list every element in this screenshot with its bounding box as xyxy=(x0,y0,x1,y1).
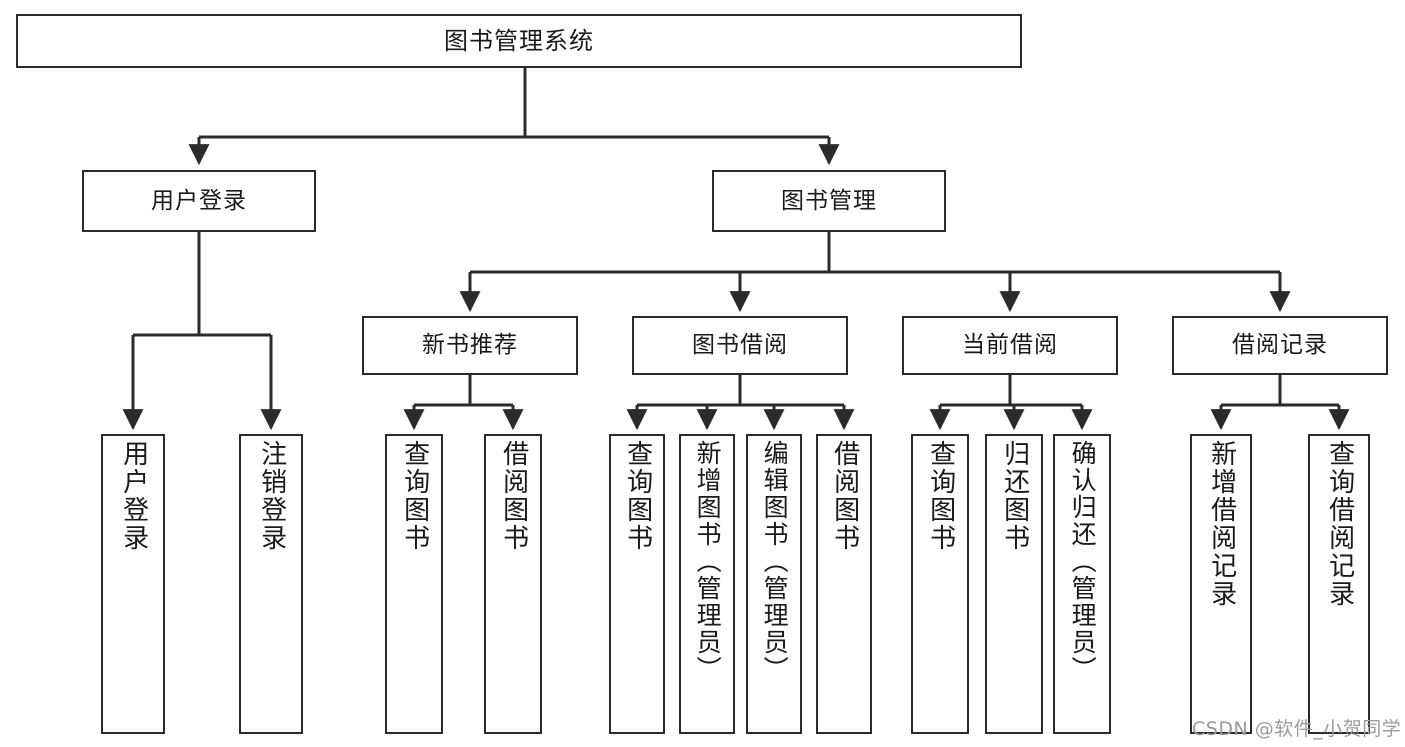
node-leaf-user-login-label: 用户登录 xyxy=(118,440,149,552)
node-leaf-query-book-1-label: 查询图书 xyxy=(399,440,430,552)
node-leaf-confirm-return-admin[interactable]: 确认归还（管理员） xyxy=(1053,434,1111,734)
node-leaf-query-book-3[interactable]: 查询图书 xyxy=(911,434,969,734)
node-book-manage-label: 图书管理 xyxy=(781,187,877,214)
node-leaf-add-book-admin-label: 新增图书（管理员） xyxy=(693,440,723,683)
node-leaf-query-book-1[interactable]: 查询图书 xyxy=(385,434,443,734)
node-leaf-add-book-admin[interactable]: 新增图书（管理员） xyxy=(679,434,735,734)
node-leaf-borrow-book-1[interactable]: 借阅图书 xyxy=(484,434,542,734)
node-leaf-query-book-2-label: 查询图书 xyxy=(622,440,653,552)
node-book-manage[interactable]: 图书管理 xyxy=(712,170,946,232)
node-leaf-add-borrow-record-label: 新增借阅记录 xyxy=(1206,440,1237,608)
node-book-borrow[interactable]: 图书借阅 xyxy=(632,316,848,375)
node-leaf-borrow-book-2-label: 借阅图书 xyxy=(829,440,860,552)
node-leaf-edit-book-admin[interactable]: 编辑图书（管理员） xyxy=(746,434,802,734)
node-leaf-add-borrow-record[interactable]: 新增借阅记录 xyxy=(1190,434,1252,734)
node-leaf-borrow-book-1-label: 借阅图书 xyxy=(498,440,529,552)
node-new-book-recommend[interactable]: 新书推荐 xyxy=(362,316,578,375)
node-leaf-query-book-3-label: 查询图书 xyxy=(925,440,956,552)
node-leaf-confirm-return-admin-label: 确认归还（管理员） xyxy=(1068,440,1098,683)
node-leaf-query-borrow-record-label: 查询借阅记录 xyxy=(1324,440,1355,608)
watermark: CSDN @软件_小贺同学 xyxy=(1192,718,1402,740)
node-current-borrow-label: 当前借阅 xyxy=(962,332,1058,359)
node-leaf-borrow-book-2[interactable]: 借阅图书 xyxy=(816,434,872,734)
node-user-login-label: 用户登录 xyxy=(151,187,247,214)
node-new-book-recommend-label: 新书推荐 xyxy=(422,332,518,359)
node-leaf-return-book-label: 归还图书 xyxy=(999,440,1030,552)
node-root-label: 图书管理系统 xyxy=(444,27,594,55)
node-leaf-logout-login[interactable]: 注销登录 xyxy=(239,434,303,734)
node-leaf-logout-login-label: 注销登录 xyxy=(256,440,287,552)
node-current-borrow[interactable]: 当前借阅 xyxy=(902,316,1118,375)
node-leaf-query-borrow-record[interactable]: 查询借阅记录 xyxy=(1308,434,1370,734)
node-book-borrow-label: 图书借阅 xyxy=(692,332,788,359)
node-borrow-record-label: 借阅记录 xyxy=(1232,332,1328,359)
node-borrow-record[interactable]: 借阅记录 xyxy=(1172,316,1388,375)
node-user-login[interactable]: 用户登录 xyxy=(82,170,316,232)
node-root[interactable]: 图书管理系统 xyxy=(16,14,1022,68)
node-leaf-return-book[interactable]: 归还图书 xyxy=(985,434,1043,734)
node-leaf-query-book-2[interactable]: 查询图书 xyxy=(609,434,665,734)
node-leaf-edit-book-admin-label: 编辑图书（管理员） xyxy=(760,440,790,683)
node-leaf-user-login[interactable]: 用户登录 xyxy=(101,434,165,734)
